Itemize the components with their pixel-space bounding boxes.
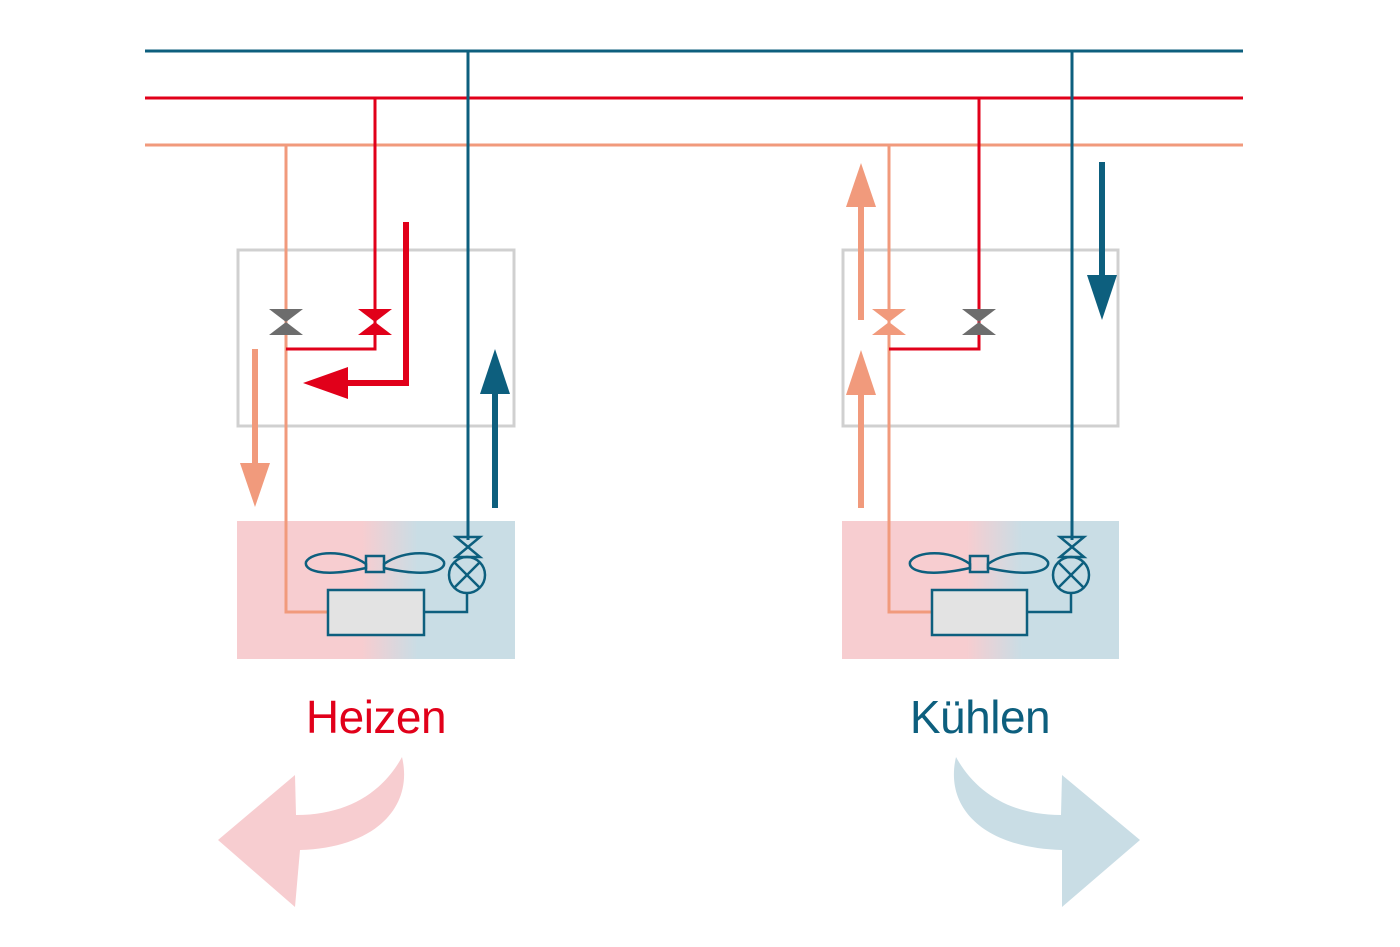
fan-icon <box>908 552 1050 574</box>
cooling-label: Kühlen <box>909 691 1051 743</box>
suction-branch-left <box>284 145 328 614</box>
flow-arrow-icon <box>846 350 876 508</box>
heating-label: Heizen <box>305 691 447 743</box>
shutoff-valve-icon <box>358 309 392 335</box>
flow-arrow-icon <box>846 163 876 320</box>
flow-arrow-icon <box>240 349 270 507</box>
cooling-section <box>841 51 1140 907</box>
hot-gas-branch-left <box>286 98 377 351</box>
flow-arrow-icon <box>303 222 409 399</box>
liquid-connection-left <box>424 593 469 614</box>
compressor-icon <box>326 588 426 637</box>
shutoff-valve-icon <box>872 309 906 335</box>
air-flow-arrow-icon <box>953 757 1140 907</box>
air-flow-arrow-icon <box>218 757 405 907</box>
suction-branch-right <box>887 145 932 614</box>
flow-arrow-icon <box>480 349 510 508</box>
expansion-valve-icon <box>447 535 487 595</box>
flow-arrow-icon <box>1087 162 1117 320</box>
compressor-icon <box>930 588 1029 637</box>
heating-section <box>218 51 516 907</box>
shutoff-valve-icon <box>962 309 996 335</box>
hot-gas-branch-right <box>889 98 981 351</box>
liquid-connection-right <box>1027 593 1073 614</box>
shutoff-valve-icon <box>269 309 303 335</box>
fan-icon <box>304 552 446 574</box>
